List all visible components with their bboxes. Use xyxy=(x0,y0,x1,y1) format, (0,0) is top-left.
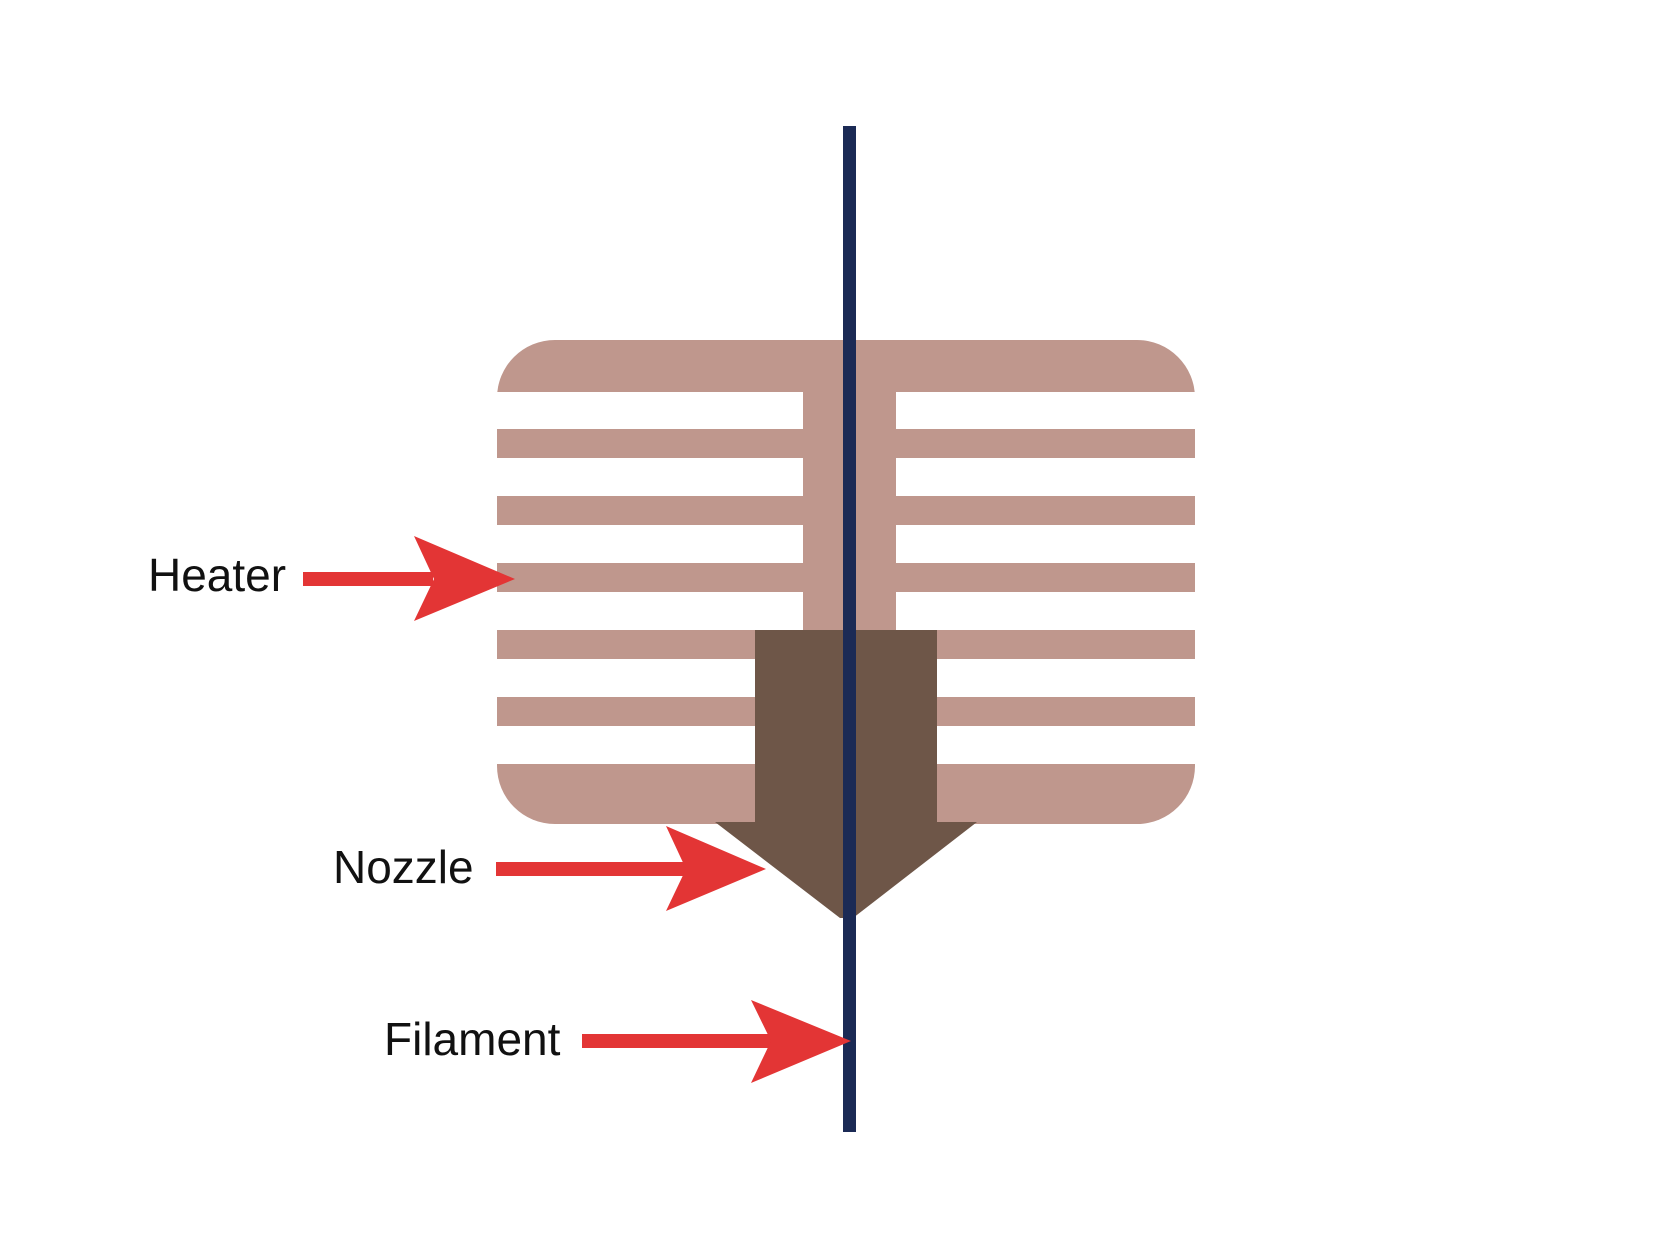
heater-slot xyxy=(497,525,803,563)
filament-label: Filament xyxy=(384,1013,561,1065)
heater-slot xyxy=(896,392,1195,429)
heater-slot xyxy=(497,458,803,496)
heater-slot xyxy=(497,392,803,429)
filament-arrow xyxy=(582,1000,851,1083)
heater-label: Heater xyxy=(148,549,287,601)
heater-slot xyxy=(896,458,1195,496)
heater-slot xyxy=(497,726,803,764)
heater-slot xyxy=(497,592,803,630)
heater-slot xyxy=(896,659,1195,697)
heater-slot xyxy=(497,659,803,697)
nozzle-label: Nozzle xyxy=(333,841,474,893)
heater-slots-left xyxy=(497,392,803,764)
nozzle-arrow xyxy=(496,826,766,911)
heater-slot xyxy=(896,592,1195,630)
filament-line xyxy=(843,126,856,1132)
heater-slot xyxy=(896,525,1195,563)
heater-slot xyxy=(896,726,1195,764)
heater-arrow xyxy=(303,536,515,621)
heater-slots-right xyxy=(896,392,1195,764)
